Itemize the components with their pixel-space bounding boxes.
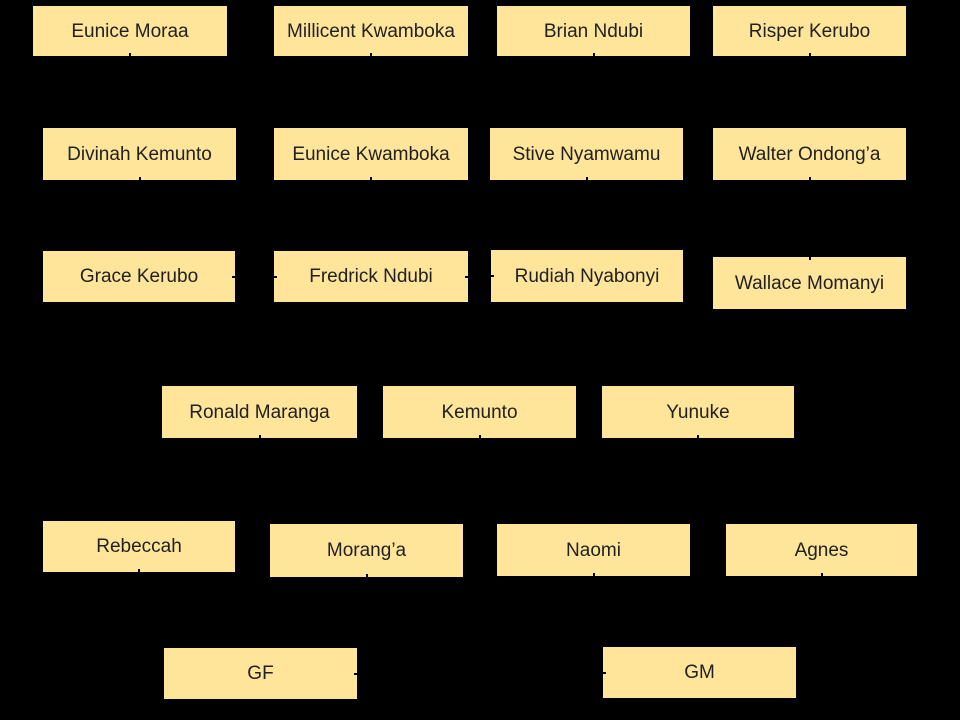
node-label: Fredrick Ndubi <box>309 266 433 287</box>
connector-stub <box>585 177 588 183</box>
node-grace-kerubo[interactable]: Grace Kerubo <box>43 251 238 302</box>
node-label: Kemunto <box>441 401 518 423</box>
node-label: GF <box>247 663 274 684</box>
node-walter-ondonga[interactable]: Walter Ondong’a <box>713 128 906 183</box>
node-label: Walter Ondong’a <box>738 143 881 165</box>
node-naomi[interactable]: Naomi <box>497 524 690 579</box>
node-millicent-kwamboka[interactable]: Millicent Kwamboka <box>274 6 468 59</box>
connector-stub <box>354 672 360 675</box>
node-label: Millicent Kwamboka <box>287 20 455 42</box>
node-label: Brian Ndubi <box>543 20 644 42</box>
node-label: Agnes <box>794 539 849 561</box>
node-label: Eunice Moraa <box>71 20 189 42</box>
node-label: Morang’a <box>326 540 407 561</box>
node-eunice-moraa[interactable]: Eunice Moraa <box>33 6 227 59</box>
node-label: Risper Kerubo <box>748 20 871 42</box>
connector-stub <box>592 53 595 59</box>
node-kemunto[interactable]: Kemunto <box>383 386 576 441</box>
node-risper-kerubo[interactable]: Risper Kerubo <box>713 6 906 59</box>
node-label: Stive Nyamwamu <box>512 143 661 165</box>
connector-stub <box>232 275 238 278</box>
node-yunuke[interactable]: Yunuke <box>602 386 794 441</box>
connector-stub <box>820 573 823 579</box>
connector-stub <box>592 573 595 579</box>
connector-stub <box>370 53 372 59</box>
node-label: Wallace Momanyi <box>734 272 885 294</box>
node-label: Yunuke <box>666 401 730 423</box>
node-label: Ronald Maranga <box>189 401 330 423</box>
connector-stub <box>365 574 368 580</box>
node-ronald-maranga[interactable]: Ronald Maranga <box>162 386 357 441</box>
node-label: Eunice Kwamboka <box>292 143 450 165</box>
node-label: Rudiah Nyabonyi <box>514 265 660 287</box>
connector-stub <box>138 177 141 183</box>
connector-stub <box>465 275 471 278</box>
connector-stub <box>808 254 811 260</box>
connector-stub <box>258 435 261 441</box>
node-wallace-momanyi[interactable]: Wallace Momanyi <box>713 254 906 309</box>
connector-stub <box>129 53 131 59</box>
node-label: Rebeccah <box>96 536 182 557</box>
connector-stub <box>271 275 277 278</box>
node-gf[interactable]: GF <box>164 648 360 699</box>
connector-stub <box>808 177 811 183</box>
node-brian-ndubi[interactable]: Brian Ndubi <box>497 6 690 59</box>
node-rudiah-nyabonyi[interactable]: Rudiah Nyabonyi <box>488 250 683 302</box>
connector-stub <box>488 275 494 277</box>
node-agnes[interactable]: Agnes <box>726 524 917 579</box>
node-moranga[interactable]: Morang’a <box>270 524 463 580</box>
node-label: Naomi <box>566 539 621 561</box>
connector-stub <box>697 435 699 441</box>
node-stive-nyamwamu[interactable]: Stive Nyamwamu <box>490 128 683 183</box>
node-label: Grace Kerubo <box>79 266 199 287</box>
node-gm[interactable]: GM <box>600 647 796 698</box>
connector-stub <box>600 671 606 674</box>
node-rebeccah[interactable]: Rebeccah <box>43 521 235 575</box>
connector-stub <box>808 53 811 59</box>
connector-stub <box>478 435 481 441</box>
connector-stub <box>138 569 140 575</box>
node-label: Divinah Kemunto <box>67 143 212 165</box>
node-fredrick-ndubi[interactable]: Fredrick Ndubi <box>271 251 471 302</box>
node-eunice-kwamboka[interactable]: Eunice Kwamboka <box>274 128 468 183</box>
node-divinah-kemunto[interactable]: Divinah Kemunto <box>43 128 236 183</box>
connector-stub <box>370 177 372 183</box>
node-label: GM <box>684 662 715 683</box>
